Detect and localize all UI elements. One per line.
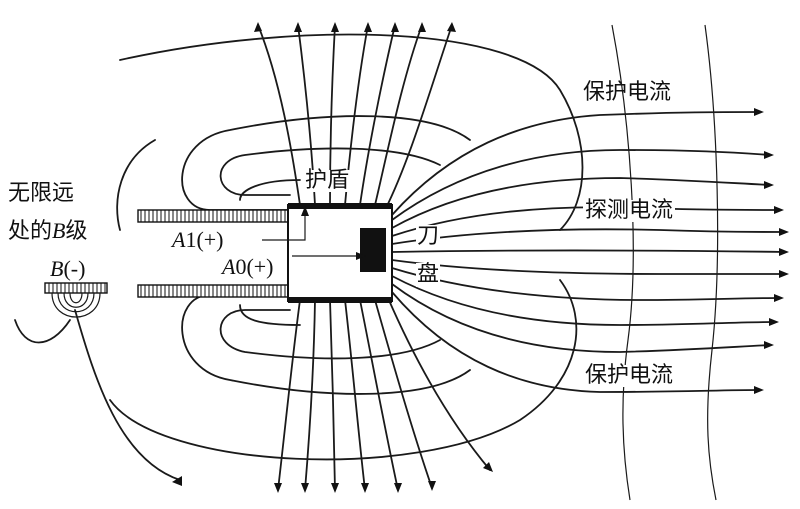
label-a0-var: A (222, 254, 236, 279)
arrowhead-right-7 (779, 270, 789, 278)
arrowhead-right-10 (764, 341, 774, 349)
b-pole-arc-1 (51, 292, 101, 318)
guard-loop-6 (239, 304, 301, 326)
label-a0: A0(+) (222, 256, 274, 278)
label-probe-current: 探测电流 (583, 198, 676, 223)
upper-plate (137, 209, 291, 223)
label-b-pole-var: B (50, 256, 64, 281)
guard-loop-5 (239, 179, 301, 201)
vertical-line-up-7 (384, 24, 453, 211)
probe-line-11 (391, 291, 761, 393)
vertical-line-up-1 (257, 24, 301, 206)
arrowhead-a1 (301, 206, 309, 216)
vertical-line-down-5 (359, 299, 399, 491)
b-pole-arc-4 (69, 292, 83, 304)
label-infinite-line2: 处的B级 (8, 220, 87, 243)
arrowhead-b-return (172, 476, 182, 486)
shield-bottom-edge (288, 297, 392, 303)
arrowhead-right-9 (769, 318, 779, 326)
label-a0-rest: 0(+) (235, 254, 274, 279)
arrowhead-down-3 (331, 483, 339, 493)
probe-line-3 (391, 177, 771, 229)
vertical-line-down-3 (329, 299, 336, 491)
label-blade-1: 刀 (416, 224, 441, 249)
guard-loop-4 (219, 309, 441, 360)
label-b-pole-sign: (-) (63, 256, 86, 281)
label-a1-var: A (172, 227, 186, 252)
guard-loop-1 (181, 115, 471, 211)
arrowhead-right-3 (764, 181, 774, 189)
boundary-line-left (611, 24, 634, 501)
vertical-line-down-4 (344, 299, 366, 491)
arrowhead-up-5 (391, 22, 399, 32)
arrowhead-down-6 (428, 481, 436, 491)
b-pole-plate (44, 282, 108, 294)
label-a1-rest: 1(+) (185, 227, 224, 252)
arrowhead-right-8 (774, 294, 784, 302)
label-infinite-pre: 处的 (8, 219, 53, 244)
arrowhead-down-5 (394, 483, 402, 493)
arrowhead-a0 (356, 252, 366, 260)
a1-pointer (262, 212, 306, 241)
label-infinite-post: 级 (65, 219, 88, 244)
probe-line-6 (391, 249, 786, 253)
label-b-pole: B(-) (50, 258, 85, 280)
arrowhead-right-1 (754, 108, 764, 116)
probe-line-9 (391, 275, 776, 326)
arrowhead-right-2 (764, 151, 774, 159)
arrowhead-up-6 (418, 22, 426, 32)
probe-line-7 (391, 259, 786, 275)
probe-line-8 (391, 267, 781, 301)
shield-top-edge (288, 203, 392, 209)
arrowhead-up-2 (294, 22, 302, 32)
arrowhead-down-2 (301, 483, 309, 493)
arrowhead-right-6 (779, 248, 789, 256)
outer-loop-2 (109, 279, 578, 461)
arrowhead-up-7 (447, 22, 456, 32)
b-pole-arc-3 (63, 292, 89, 308)
vertical-line-down-1 (277, 299, 301, 491)
vertical-line-down-6 (374, 299, 433, 489)
vertical-line-up-5 (359, 24, 396, 206)
arrowhead-up-3 (331, 22, 339, 32)
label-infinite-line1: 无限远 (8, 181, 75, 206)
label-guard-current-bottom: 保护电流 (583, 363, 676, 388)
label-a1: A1(+) (172, 229, 224, 251)
label-blade-2: 盘 (416, 262, 441, 287)
label-shield: 护盾 (303, 168, 352, 193)
arrowhead-up-4 (364, 22, 372, 32)
b-pole-return-right (74, 309, 181, 481)
vertical-line-up-6 (374, 24, 423, 206)
arrowhead-right-11 (754, 386, 764, 394)
left-return-arc (116, 139, 156, 231)
arrowhead-up-1 (254, 22, 262, 32)
b-pole-return-left (14, 319, 71, 344)
probe-line-10 (391, 283, 771, 353)
label-guard-current-top: 保护电流 (583, 80, 672, 105)
guard-loop-3 (181, 294, 471, 395)
field-arrowheads (172, 22, 789, 493)
probe-line-1 (391, 111, 761, 216)
boundary-line-right (704, 24, 719, 501)
arrowhead-down-4 (361, 483, 369, 493)
probe-line-2 (391, 149, 771, 221)
arrowhead-down-1 (274, 483, 282, 493)
arrowhead-down-7 (483, 462, 493, 472)
arrowhead-right-5 (779, 228, 789, 236)
blade-disk (360, 228, 386, 272)
lower-plate (137, 284, 291, 298)
label-infinite-var: B (52, 218, 66, 243)
vertical-line-down-2 (304, 299, 316, 491)
arrowhead-right-4 (774, 206, 784, 214)
vertical-line-down-7 (387, 297, 491, 471)
guard-loop-2 (219, 147, 441, 196)
probe-line-5 (391, 228, 786, 245)
